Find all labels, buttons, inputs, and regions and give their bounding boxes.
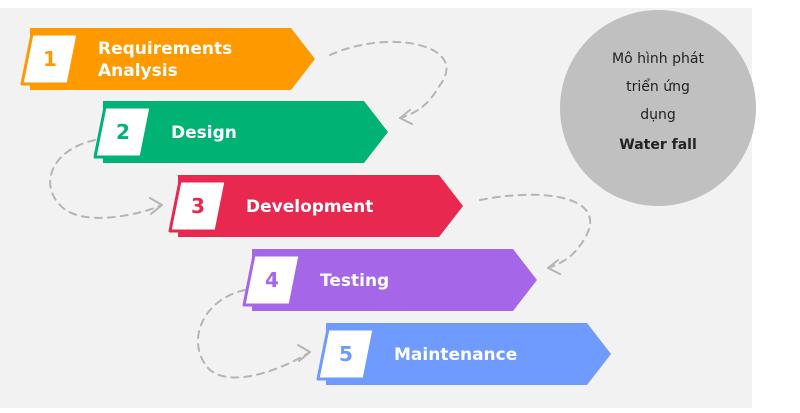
arrowhead-4-5 (297, 344, 311, 362)
stage-1-number: 1 (43, 47, 57, 71)
stage-5: 5 Maintenance (316, 323, 611, 385)
model-note: Mô hình phát triển ứng dụng Water fall (560, 10, 756, 206)
stage-2: 2 Design (93, 101, 388, 163)
stage-5-label-line-1: Maintenance (394, 345, 517, 365)
stage-5-arrow (326, 323, 611, 385)
stage-1-arrow (30, 28, 315, 90)
stage-3: 3 Development (168, 175, 463, 237)
stage-3-arrow (178, 175, 463, 237)
connector-1-2 (329, 40, 448, 119)
stage-3-number: 3 (191, 194, 205, 218)
connector-arrowheads (149, 109, 561, 362)
stage-2-arrow (103, 101, 388, 163)
stage-4-label-line-1: Testing (320, 271, 389, 291)
stage-1-badge (20, 32, 80, 86)
stage-2-badge (93, 105, 153, 159)
connector-3-4 (479, 193, 592, 269)
connector-2-3 (49, 139, 163, 219)
stage-5-number: 5 (339, 342, 353, 366)
note-line-4: Water fall (619, 137, 697, 153)
arrowhead-1-2 (399, 109, 413, 125)
note-line-2: triển ứng (626, 78, 690, 95)
stage-4: 4 Testing (242, 249, 537, 311)
connector-4-5 (196, 289, 311, 379)
connectors (49, 40, 592, 379)
stage-4-badge (242, 253, 302, 307)
stage-5-badge (316, 327, 376, 381)
stage-4-number: 4 (265, 268, 279, 292)
arrowhead-3-4 (547, 259, 561, 275)
note-line-1: Mô hình phát (612, 51, 704, 67)
stage-4-arrow (252, 249, 537, 311)
stage-1-label-line-2: Analysis (98, 61, 178, 81)
stage-3-label-line-1: Development (246, 197, 373, 217)
stage-1-label-line-1: Requirements (98, 39, 232, 59)
note-line-3: dụng (640, 107, 676, 123)
note-circle (560, 10, 756, 206)
stage-2-number: 2 (116, 120, 130, 144)
arrowhead-2-3 (149, 197, 163, 215)
stage-2-label-line-1: Design (171, 123, 237, 143)
stage-3-badge (168, 179, 228, 233)
